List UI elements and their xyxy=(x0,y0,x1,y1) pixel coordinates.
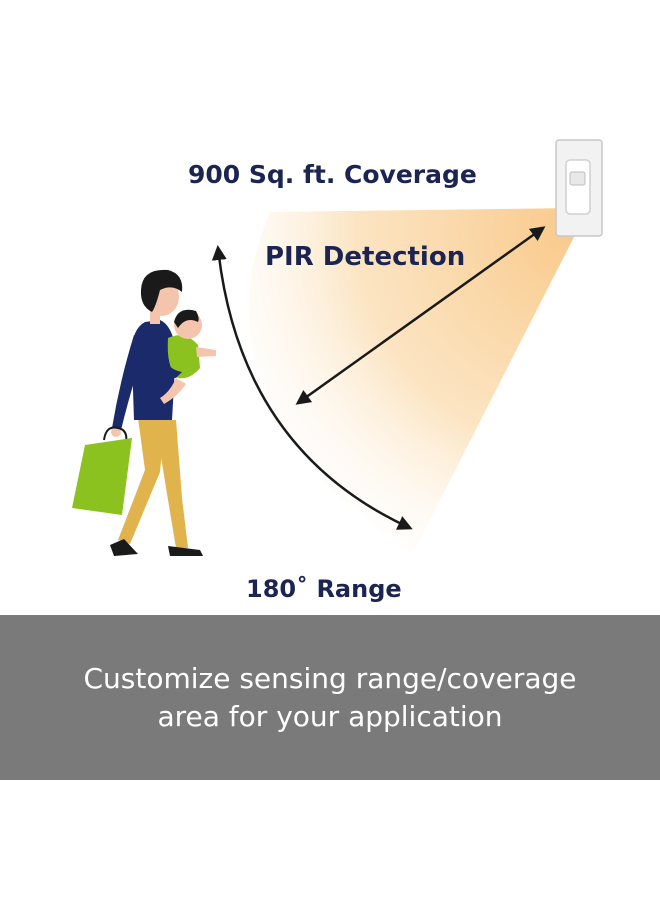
banner-line-1: Customize sensing range/coverage xyxy=(83,661,577,695)
coverage-diagram xyxy=(72,139,603,556)
range-label: 180˚ Range xyxy=(246,575,402,603)
feature-banner: Customize sensing range/coverage area fo… xyxy=(0,615,660,780)
shopping-bag-icon xyxy=(72,426,132,515)
pir-detection-label: PIR Detection xyxy=(265,242,466,272)
woman-carrying-baby-icon xyxy=(72,269,216,556)
motion-sensor-icon xyxy=(555,139,603,237)
baby-icon xyxy=(160,309,216,404)
range-arc-arrow xyxy=(211,245,413,530)
coverage-label: 900 Sq. ft. Coverage xyxy=(188,160,477,189)
banner-line-2: area for your application xyxy=(157,699,503,733)
